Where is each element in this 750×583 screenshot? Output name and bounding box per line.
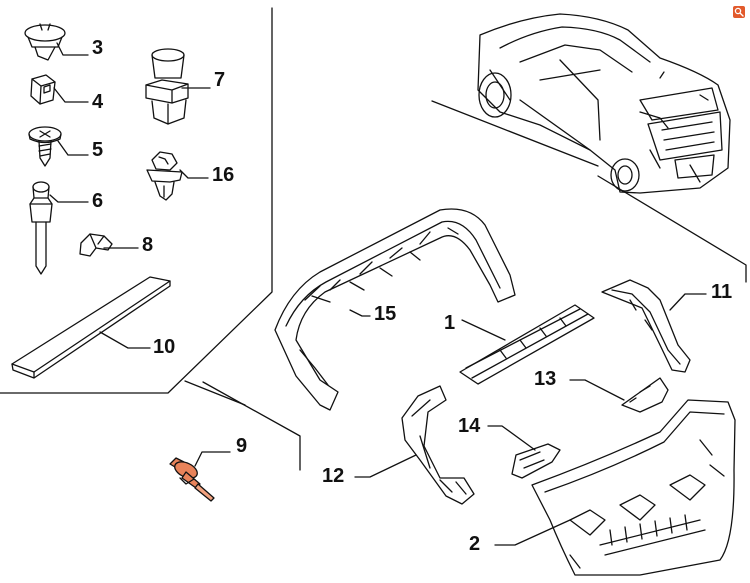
part-1-center-trim	[459, 304, 595, 385]
leader-lines	[49, 42, 707, 546]
callout-7: 7	[214, 69, 225, 91]
callout-16: 16	[212, 164, 234, 186]
part-15-upper-trim	[274, 208, 516, 411]
callout-8: 8	[142, 234, 153, 256]
part-5-screw	[28, 126, 62, 167]
callout-15: 15	[374, 303, 396, 325]
part-3-push-clip	[24, 23, 66, 61]
callout-11: 11	[711, 281, 732, 303]
part-11-right-trim	[601, 279, 691, 373]
callout-14: 14	[458, 415, 481, 437]
part-8-bracket	[79, 233, 113, 257]
callout-12: 12	[322, 465, 344, 487]
part-6-pin	[29, 181, 53, 275]
part-10-strip	[11, 276, 171, 379]
callout-1: 1	[444, 312, 455, 334]
callout-10: 10	[153, 336, 175, 358]
part-4-square-nut	[30, 74, 56, 105]
part-13-bracket	[621, 377, 669, 413]
part-12-left-trim	[401, 385, 475, 505]
part-16-clip	[146, 151, 183, 201]
callout-4: 4	[92, 91, 104, 113]
part-14-bracket	[511, 443, 561, 479]
car-rear-view-illustration	[477, 13, 731, 194]
callout-9: 9	[236, 435, 247, 457]
frame-lines	[0, 7, 747, 471]
part-9-pin-highlighted	[169, 457, 215, 502]
zoom-icon[interactable]	[733, 6, 745, 18]
callout-3: 3	[92, 37, 103, 59]
callout-6: 6	[92, 190, 103, 212]
part-7-connector-clip	[145, 48, 189, 125]
part-2-tailgate-trim	[531, 399, 736, 576]
callout-5: 5	[92, 139, 103, 161]
callout-13: 13	[534, 368, 556, 390]
callout-labels: 3 4 5 6 7 16 8 10 9 15 1 12 13 14 2 11	[92, 37, 732, 555]
callout-2: 2	[469, 533, 480, 555]
